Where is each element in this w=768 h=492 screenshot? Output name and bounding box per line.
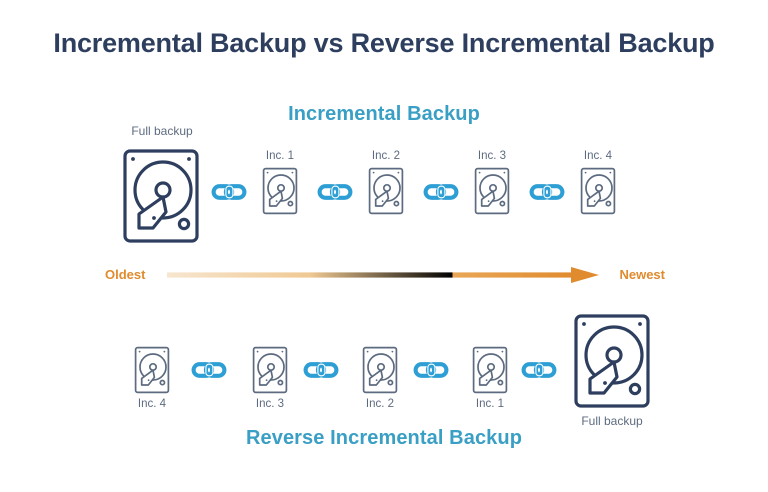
drive-icon-full-backup-bottom: [573, 313, 651, 409]
drive-icon-full-backup-top: [122, 148, 200, 244]
page-title: Incremental Backup vs Reverse Incrementa…: [53, 28, 715, 58]
chain-link-icon-bottom-3: [413, 359, 449, 381]
drive-label-inc-4-top: Inc. 4: [583, 150, 613, 162]
drive-icon-inc-2-top: [368, 167, 404, 215]
section-title-reverse-incremental: Reverse Incremental Backup: [245, 427, 523, 449]
drive-icon-inc-2-bottom: [362, 346, 398, 394]
drive-icon-inc-3-top: [474, 167, 510, 215]
drive-icon-inc-1-top: [262, 167, 298, 215]
drive-label-inc-2-top: Inc. 2: [371, 150, 401, 162]
drive-icon-inc-1-bottom: [472, 346, 508, 394]
drive-icon-inc-4-top: [580, 167, 616, 215]
drive-label-inc-3-top: Inc. 3: [477, 150, 507, 162]
chain-link-icon-top-1: [211, 181, 247, 203]
drive-label-inc-3-bottom: Inc. 3: [255, 398, 285, 410]
drive-label-full-backup-top: Full backup: [131, 124, 193, 138]
drive-label-inc-4-bottom: Inc. 4: [137, 398, 167, 410]
chain-link-icon-bottom-1: [191, 359, 227, 381]
drive-label-full-backup-bottom: Full backup: [581, 414, 643, 428]
timeline-start-label: Oldest: [105, 267, 146, 282]
chain-link-icon-bottom-2: [303, 359, 339, 381]
chain-link-icon-top-4: [529, 181, 565, 203]
timeline-end-label: Newest: [619, 267, 665, 282]
drive-label-inc-1-bottom: Inc. 1: [475, 398, 505, 410]
timeline: Oldest Newest: [105, 262, 665, 290]
section-title-incremental: Incremental Backup: [288, 103, 480, 125]
chain-link-icon-bottom-4: [521, 359, 557, 381]
drive-icon-inc-3-bottom: [252, 346, 288, 394]
drive-label-inc-1-top: Inc. 1: [265, 150, 295, 162]
drive-icon-inc-4-bottom: [134, 346, 170, 394]
drive-label-inc-2-bottom: Inc. 2: [365, 398, 395, 410]
chain-link-icon-top-2: [317, 181, 353, 203]
arrow-right-icon: [167, 267, 599, 283]
chain-link-icon-top-3: [423, 181, 459, 203]
